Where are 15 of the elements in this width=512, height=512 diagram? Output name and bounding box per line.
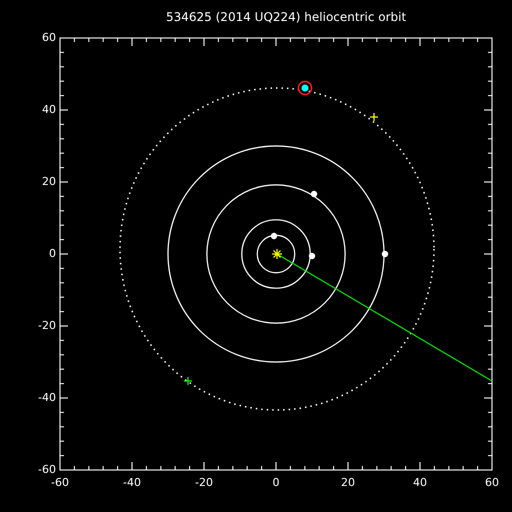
axis-tick-label: -40 xyxy=(123,477,141,489)
axis-tick-label: 0 xyxy=(49,248,56,260)
axis-tick-label: -20 xyxy=(38,320,56,332)
axis-tick-label: 40 xyxy=(413,477,427,489)
axis-tick-label: -40 xyxy=(38,392,56,404)
axis-tick-label: -60 xyxy=(38,464,56,476)
axis-tick-label: 60 xyxy=(42,32,56,44)
axis-tick-label: 60 xyxy=(485,477,499,489)
plot-title: 534625 (2014 UQ224) heliocentric orbit xyxy=(166,11,406,23)
axis-tick-label: 40 xyxy=(42,104,56,116)
axis-tick-label: 20 xyxy=(42,176,56,188)
axis-tick-label: 20 xyxy=(341,477,355,489)
axis-tick-label: -20 xyxy=(195,477,213,489)
axis-tick-label: -60 xyxy=(51,477,69,489)
axis-tick-label: 0 xyxy=(272,477,280,489)
